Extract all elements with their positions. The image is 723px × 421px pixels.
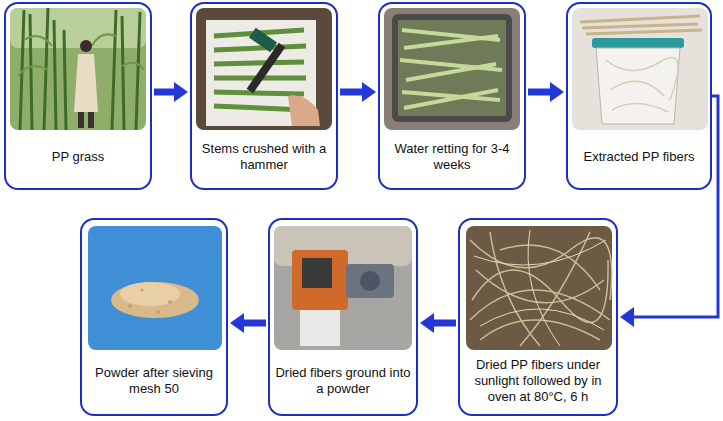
caption-area: Powder after sieving mesh 50: [87, 352, 221, 410]
step-caption: PP grass: [52, 149, 105, 165]
process-box: Powder after sieving mesh 50: [80, 218, 228, 416]
flow-arrow: [620, 96, 718, 327]
grinder-photo: [274, 226, 412, 350]
arrow-shaft: [434, 320, 456, 327]
arrow-shaft: [244, 320, 266, 327]
process-box: Dried PP fibers under sunlight followed …: [458, 218, 618, 416]
arrow-head: [420, 313, 434, 333]
dried-fibers-photo: [466, 226, 612, 350]
flow-arrow: [154, 82, 188, 102]
process-box: PP grass: [4, 2, 152, 190]
step-caption: Stems crushed with a hammer: [197, 141, 331, 173]
caption-area: PP grass: [11, 130, 145, 184]
arrow-head: [230, 313, 244, 333]
step-caption: Dried PP fibers under sunlight followed …: [465, 357, 611, 405]
process-box: Dried fibers ground into a powder: [268, 218, 418, 416]
step-caption: Water retting for 3-4 weeks: [385, 141, 519, 173]
flow-arrow: [340, 82, 376, 102]
step-caption: Powder after sieving mesh 50: [87, 365, 221, 397]
arrow-shaft: [154, 89, 174, 96]
caption-area: Stems crushed with a hammer: [197, 130, 331, 184]
step-caption: Dried fibers ground into a powder: [275, 365, 411, 397]
flow-arrow: [420, 313, 456, 333]
arrow-shaft: [340, 89, 362, 96]
retting-photo: [384, 8, 520, 130]
arrow-head: [174, 82, 188, 102]
arrow-shaft: [634, 96, 718, 317]
process-box: Extracted PP fibers: [566, 2, 712, 190]
caption-area: Dried fibers ground into a powder: [275, 352, 411, 410]
fibers-container-photo: [572, 8, 708, 130]
process-box: Water retting for 3-4 weeks: [378, 2, 526, 190]
powder-photo: [88, 226, 222, 350]
caption-area: Dried PP fibers under sunlight followed …: [465, 352, 611, 410]
process-box: Stems crushed with a hammer: [190, 2, 338, 190]
step-caption: Extracted PP fibers: [583, 149, 694, 165]
flow-arrow: [528, 82, 564, 102]
arrow-shaft: [528, 89, 550, 96]
arrow-head: [362, 82, 376, 102]
caption-area: Water retting for 3-4 weeks: [385, 130, 519, 184]
crushing-photo: [196, 8, 332, 130]
caption-area: Extracted PP fibers: [573, 130, 705, 184]
arrow-head: [620, 307, 634, 327]
grass-photo: [10, 8, 146, 130]
arrow-head: [550, 82, 564, 102]
flow-arrow: [230, 313, 266, 333]
